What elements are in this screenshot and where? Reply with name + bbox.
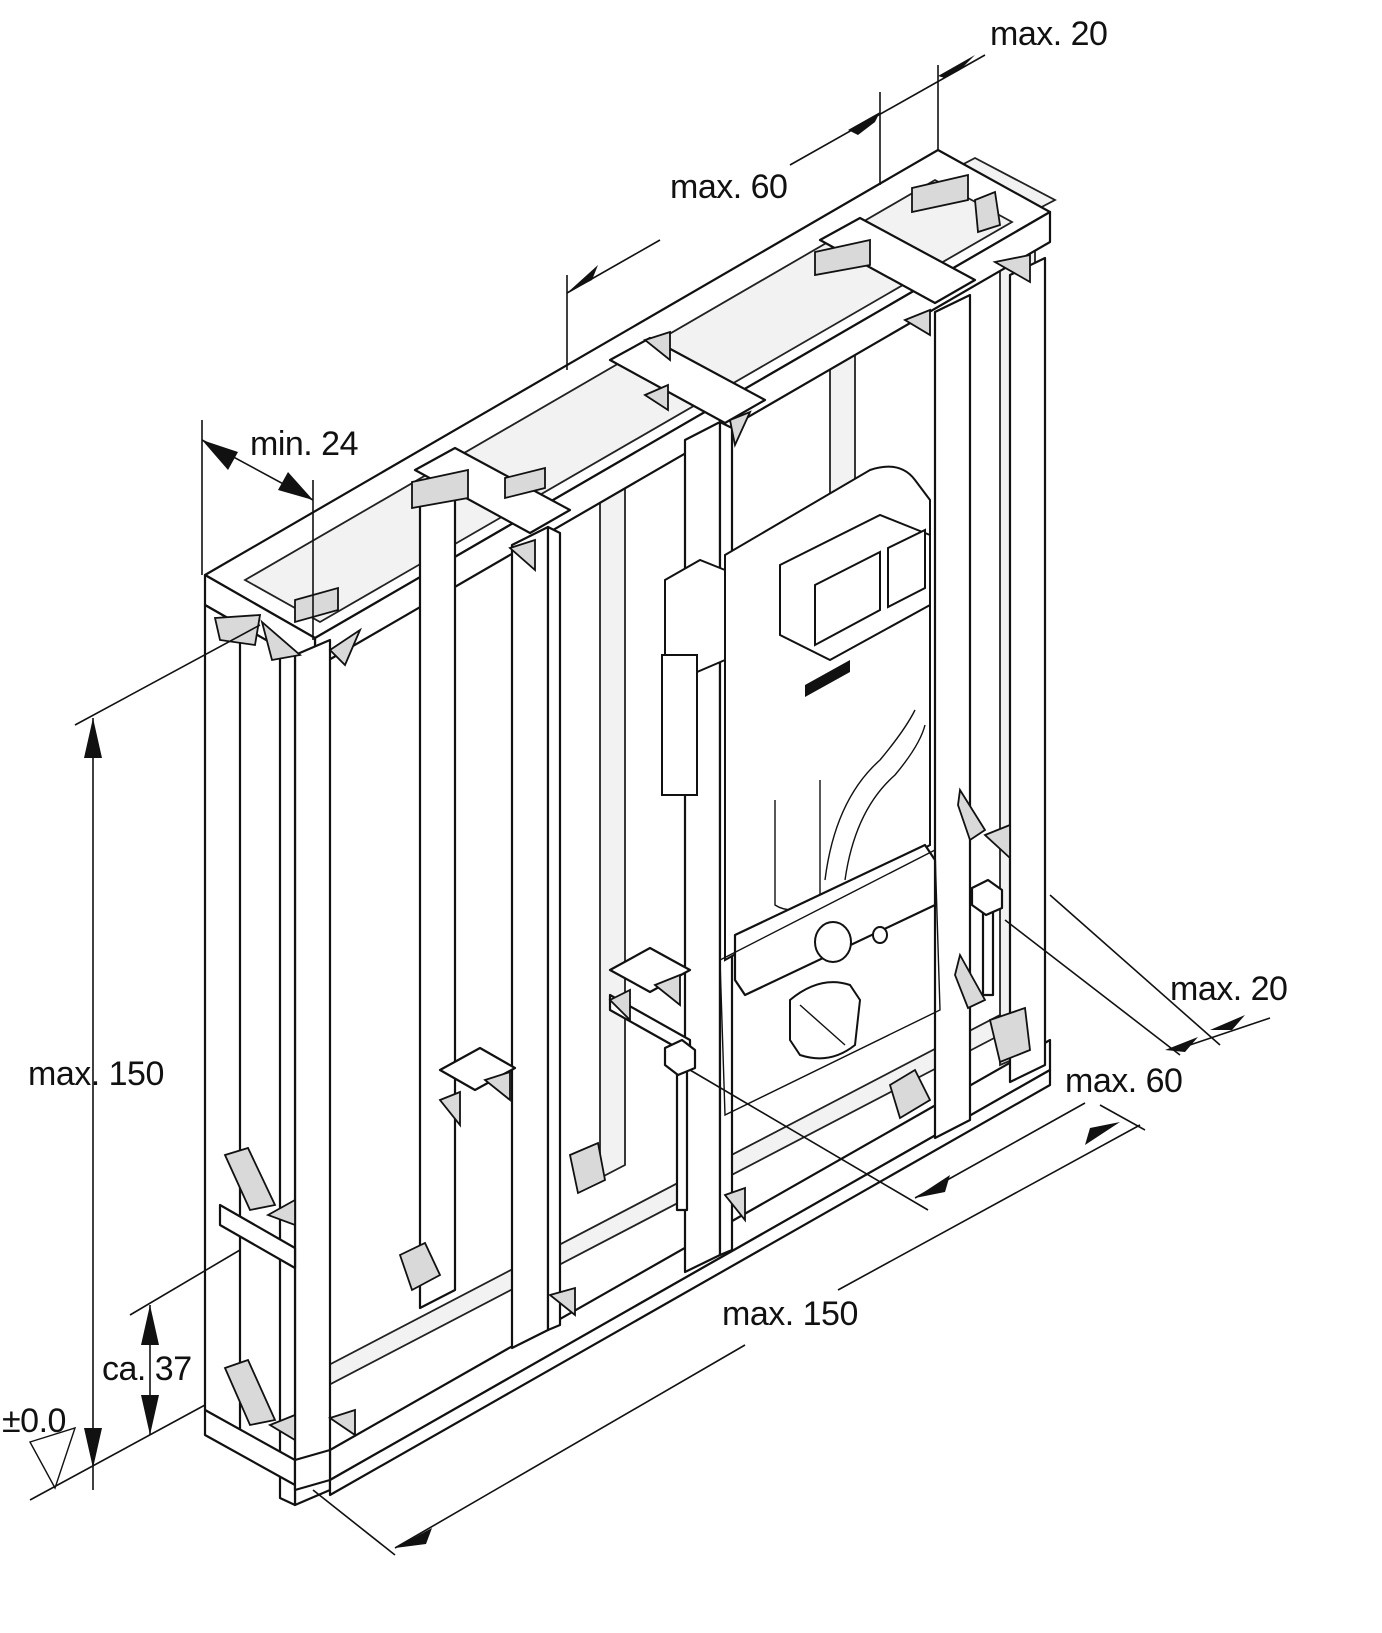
dim-bottom-right-offset: max. 20 bbox=[1170, 970, 1287, 1008]
gussets bbox=[213, 173, 1031, 1442]
cistern bbox=[661, 465, 1004, 1212]
cross-beams bbox=[438, 946, 692, 1092]
left-end-posts bbox=[203, 603, 332, 1507]
dim-floor-height: ca. 37 bbox=[102, 1350, 192, 1388]
dim-top-left-width: min. 24 bbox=[250, 425, 358, 463]
dim-bottom-length: max. 150 bbox=[722, 1295, 858, 1333]
dim-floor-level: ±0.0 bbox=[2, 1402, 66, 1440]
dimension-lines bbox=[28, 54, 1271, 1556]
dim-bottom-depth: max. 60 bbox=[1065, 1062, 1182, 1100]
dim-top-right-offset: max. 20 bbox=[990, 15, 1107, 53]
dimension-labels: max. 20 max. 60 min. 24 max. 150 ca. 37 … bbox=[2, 15, 1288, 1440]
dim-top-depth: max. 60 bbox=[670, 168, 787, 206]
dim-height-left: max. 150 bbox=[28, 1055, 164, 1093]
